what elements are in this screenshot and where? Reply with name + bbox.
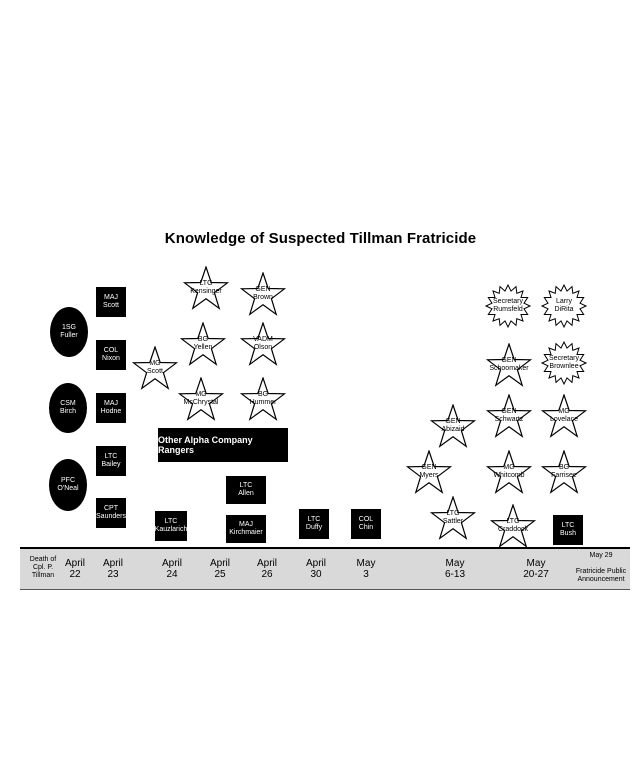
timeline-bar: [20, 547, 630, 590]
burst-brownlee: Secretary Brownlee: [541, 340, 587, 386]
timeline-apr25: April 25: [209, 558, 230, 580]
star-lovelace: MG Lovelace: [541, 394, 587, 438]
box-allen: LTC Allen: [226, 476, 266, 504]
box-nixon: COL Nixon: [96, 340, 126, 370]
star-myers: GEN Myers: [406, 450, 452, 494]
star-icon: [486, 343, 532, 387]
box-label: LTC Kauzlarich: [154, 518, 188, 533]
star-label: GEN Brown: [253, 286, 273, 301]
box-chin: COL Chin: [351, 509, 381, 539]
box-label: COL Nixon: [102, 347, 120, 362]
timeline-may20-27: May 20-27: [523, 558, 549, 580]
box-kirchmaier: MAJ Kirchmaier: [226, 515, 266, 543]
box-duffy: LTC Duffy: [299, 509, 329, 539]
star-icon: [430, 404, 476, 448]
ellipse-birch: CSM Birch: [49, 383, 87, 433]
timeline-apr23: April 23: [102, 558, 123, 580]
star-icon: [178, 377, 224, 421]
star-icon: [486, 394, 532, 438]
box-hodne: MAJ Hodne: [96, 393, 126, 423]
star-icon: [183, 266, 229, 310]
star-hummer: BG Hummer: [240, 377, 286, 421]
star-mcchrystal: MG McChrystal: [178, 377, 224, 421]
burst-label: Secretary Rumsfeld: [493, 298, 523, 313]
star-label: MG Scott: [147, 360, 163, 375]
ellipse-label: PFC O'Neal: [57, 477, 79, 492]
star-label: BG Yellen: [193, 336, 213, 351]
star-brown: GEN Brown: [240, 272, 286, 316]
star-farrisee: BG Farrisee: [541, 450, 587, 494]
timeline-apr26: April 26: [256, 558, 277, 580]
burst-label: Secretary Brownlee: [549, 355, 579, 370]
box-label: CPT Saunders: [96, 505, 126, 520]
box-label: LTC Allen: [238, 482, 254, 497]
ellipse-oneal: PFC O'Neal: [49, 459, 87, 511]
ellipse-label: 1SG Fuller: [60, 324, 78, 339]
star-label: BG Hummer: [249, 391, 277, 406]
star-icon: [180, 322, 226, 366]
star-icon: [132, 346, 178, 390]
star-icon: [486, 450, 532, 494]
star-label: BG Farrisee: [551, 464, 577, 479]
timeline-may29: May 29 Fratricide Public Announcement: [575, 552, 627, 583]
star-schwartz: GEN Schwartz: [486, 394, 532, 438]
star-label: GEN Abizaid: [441, 418, 465, 433]
diagram-title: Knowledge of Suspected Tillman Fratricid…: [164, 230, 477, 247]
box-label: COL Chin: [358, 516, 374, 531]
star-craddock: LTG Craddock: [490, 504, 536, 548]
ellipse-label: CSM Birch: [60, 400, 76, 415]
timeline-apr24: April 24: [161, 558, 182, 580]
box-label: LTC Bailey: [101, 453, 121, 468]
star-kensinger: LTG Kensinger: [183, 266, 229, 310]
star-icon: [240, 322, 286, 366]
timeline-apr22: April 22: [64, 558, 85, 580]
timeline-may6-13: May 6-13: [444, 558, 465, 580]
timeline-apr30: April 30: [305, 558, 326, 580]
star-yellen: BG Yellen: [180, 322, 226, 366]
star-icon: [240, 272, 286, 316]
star-label: GEN Schwartz: [494, 408, 524, 423]
star-icon: [541, 394, 587, 438]
starburst-icon: [541, 340, 587, 386]
box-label: LTC Duffy: [305, 516, 323, 531]
box-bush: LTC Bush: [553, 515, 583, 545]
star-label: GEN Myers: [419, 464, 439, 479]
star-icon: [240, 377, 286, 421]
timeline-may3: May 3: [356, 558, 376, 580]
ellipse-fuller: 1SG Fuller: [50, 307, 88, 357]
box-scott: MAJ Scott: [96, 287, 126, 317]
box-label: MAJ Kirchmaier: [229, 521, 263, 536]
box-label: MAJ Hodne: [100, 400, 122, 415]
timeline-death: Death of Cpl. P. Tillman: [29, 556, 57, 579]
burst-label: Larry DiRita: [554, 298, 574, 313]
burst-rumsfeld: Secretary Rumsfeld: [485, 283, 531, 329]
star-icon: [430, 496, 476, 540]
box-bailey: LTC Bailey: [96, 446, 126, 476]
star-sattler: LTG Sattler: [430, 496, 476, 540]
star-label: LTG Craddock: [498, 518, 528, 533]
box-other-rangers: Other Alpha Company Rangers: [158, 428, 288, 462]
star-label: VADM Olson: [253, 336, 273, 351]
star-icon: [490, 504, 536, 548]
star-mg-scott: MG Scott: [132, 346, 178, 390]
star-label: MG Lovelace: [549, 408, 579, 423]
star-label: LTG Sattler: [442, 510, 464, 525]
starburst-icon: [485, 283, 531, 329]
star-schoomaker: GEN Schoomaker: [486, 343, 532, 387]
box-label: LTC Bush: [560, 522, 576, 537]
box-label: MAJ Scott: [103, 294, 119, 309]
star-abizaid: GEN Abizaid: [430, 404, 476, 448]
star-label: GEN Schoomaker: [489, 357, 529, 372]
star-label: LTG Kensinger: [190, 280, 222, 295]
star-whitcomb: MG Whitcomb: [486, 450, 532, 494]
box-saunders: CPT Saunders: [96, 498, 126, 528]
star-icon: [541, 450, 587, 494]
star-icon: [406, 450, 452, 494]
star-label: MG Whitcomb: [493, 464, 525, 479]
burst-dirita: Larry DiRita: [541, 283, 587, 329]
starburst-icon: [541, 283, 587, 329]
star-label: MG McChrystal: [183, 391, 219, 406]
box-kauzlarich: LTC Kauzlarich: [155, 511, 187, 541]
star-olson: VADM Olson: [240, 322, 286, 366]
